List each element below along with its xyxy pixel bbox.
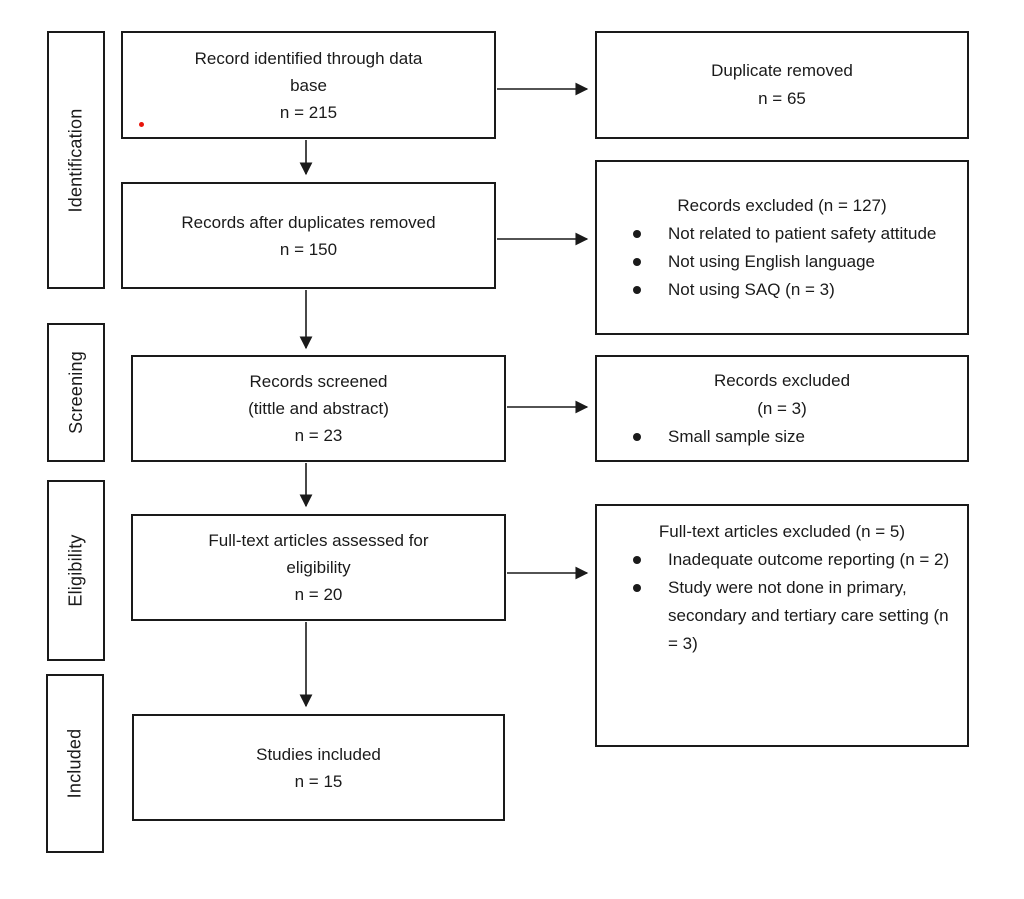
bullet-item: Not using English language: [609, 248, 955, 276]
flow-box-line: Records after duplicates removed: [181, 212, 436, 232]
side-box-duplicate-removed: Duplicate removed n = 65: [595, 31, 969, 139]
flow-box-line: n = 23: [294, 426, 343, 445]
bullet-item: Study were not done in primary, secondar…: [609, 574, 955, 658]
flow-box-line: n = 215: [279, 102, 338, 122]
bullet-icon: [633, 285, 641, 294]
bullet-text: Inadequate outcome reporting (n = 2): [668, 550, 950, 569]
bullet-item: Inadequate outcome reporting (n = 2): [609, 546, 955, 574]
flow-box-line: Records screened: [249, 372, 388, 391]
side-box-title: (n = 3): [757, 398, 807, 418]
bullet-icon: [633, 229, 641, 238]
flow-box-line: Full-text articles assessed for: [208, 531, 429, 550]
stage-label-eligibility: Eligibility: [47, 480, 105, 661]
side-box-title: n = 65: [758, 89, 806, 108]
stage-label-screening-text: Screening: [65, 351, 86, 434]
bullet-icon: [633, 432, 641, 441]
stage-label-eligibility-text: Eligibility: [65, 534, 86, 607]
side-box-title: Records excluded: [713, 370, 851, 390]
flow-box-records-screened: Records screened (tittle and abstract) n…: [131, 355, 506, 462]
flow-box-records-identified: Record identified through data base n = …: [121, 31, 496, 139]
stage-label-included-text: Included: [64, 728, 85, 799]
bullet-icon: [633, 257, 641, 266]
red-annotation-dot: [139, 122, 144, 127]
side-box-fulltext-excluded-5: Full-text articles excluded (n = 5) Inad…: [595, 504, 969, 747]
bullet-icon: [633, 556, 641, 564]
bullet-item: Not using SAQ (n = 3): [609, 276, 955, 304]
side-box-title: Duplicate removed: [711, 61, 853, 80]
stage-label-included: Included: [46, 674, 104, 853]
bullet-text: Study were not done in primary, secondar…: [668, 578, 949, 653]
flow-box-after-duplicates: Records after duplicates removed n = 150: [121, 182, 496, 289]
bullet-text: Not related to patient safety attitude: [668, 223, 937, 243]
stage-label-screening: Screening: [47, 323, 105, 462]
side-box-title: Full-text articles excluded (n = 5): [658, 522, 906, 541]
bullet-text: Not using SAQ (n = 3): [668, 279, 835, 299]
flow-box-line: eligibility: [286, 558, 351, 577]
bullet-text: Not using English language: [668, 251, 875, 271]
stage-label-identification-text: Identification: [65, 108, 86, 212]
flow-box-line: n = 150: [279, 239, 338, 259]
flow-box-studies-included: Studies included n = 15: [132, 714, 505, 821]
bullet-text: Small sample size: [668, 426, 805, 446]
side-box-records-excluded-3: Records excluded (n = 3) Small sample si…: [595, 355, 969, 462]
flow-box-line: n = 15: [294, 771, 343, 791]
flow-box-line: base: [290, 75, 327, 95]
stage-label-identification: Identification: [47, 31, 105, 289]
flow-box-line: Record identified through data: [194, 48, 423, 68]
side-box-records-excluded-127: Records excluded (n = 127) Not related t…: [595, 160, 969, 335]
flow-box-fulltext-assessed: Full-text articles assessed for eligibil…: [131, 514, 506, 621]
flow-box-line: Studies included: [256, 744, 381, 764]
flow-box-line: (tittle and abstract): [248, 399, 389, 418]
bullet-icon: [633, 584, 641, 592]
side-box-title: Records excluded (n = 127): [677, 195, 887, 215]
bullet-item: Small sample size: [609, 423, 955, 451]
flow-box-line: n = 20: [294, 585, 343, 604]
bullet-item: Not related to patient safety attitude: [609, 220, 955, 248]
